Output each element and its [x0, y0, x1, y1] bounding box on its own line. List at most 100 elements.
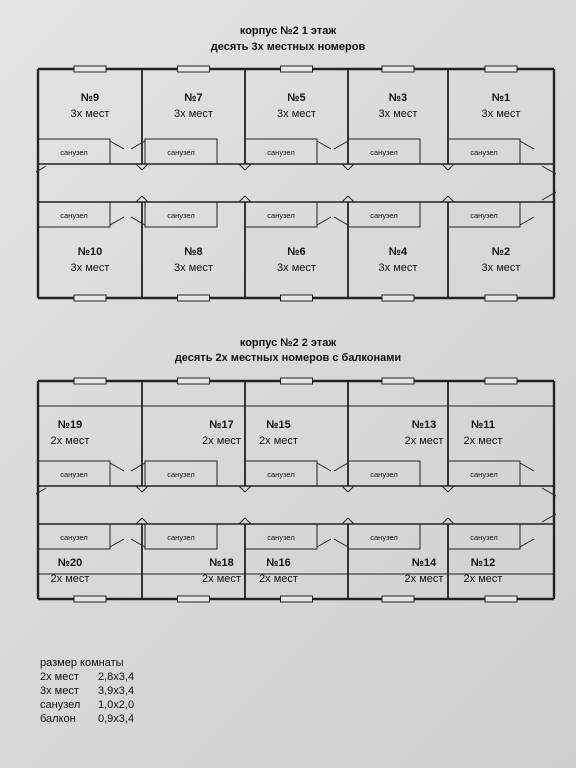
bathroom	[144, 460, 218, 487]
room-number: №6	[287, 246, 305, 258]
room-capacity: 3х мест	[71, 108, 110, 120]
door-swing	[447, 517, 455, 525]
floor2-title: корпус №2 2 этаж	[239, 337, 337, 349]
room-capacity: 2х мест	[464, 573, 503, 585]
door-swing	[135, 163, 143, 171]
window	[381, 595, 415, 603]
bathroom	[244, 201, 318, 228]
bathroom-label: санузел	[267, 148, 294, 157]
bathroom	[244, 460, 318, 487]
bathroom-label: санузел	[267, 211, 294, 220]
door-swing	[447, 485, 455, 493]
window	[280, 294, 313, 302]
legend-label: балкон	[40, 713, 76, 725]
door-swing	[333, 462, 349, 472]
window	[177, 65, 210, 73]
room-number: №7	[184, 92, 202, 104]
door-swing	[441, 485, 449, 493]
floor1-plan: санузел №9 3х мест санузел №7 3х мест санузел №…	[35, 65, 557, 302]
room-number: №18	[209, 557, 234, 569]
room-number: №5	[287, 92, 305, 104]
legend-value: 3,9х3,4	[98, 685, 135, 697]
door-swing	[541, 165, 557, 175]
window	[73, 377, 107, 385]
bathroom-label: санузел	[60, 148, 87, 157]
room-number: №19	[58, 419, 83, 431]
room-capacity: 3х мест	[379, 262, 418, 274]
room-capacity: 3х мест	[71, 262, 110, 274]
bathroom	[447, 460, 521, 487]
door-swing	[519, 462, 535, 472]
room-capacity: 3х мест	[482, 262, 521, 274]
floor1-title: корпус №2 1 этаж	[239, 25, 337, 37]
bathroom-label: санузел	[60, 470, 87, 479]
door-swing	[347, 163, 355, 171]
room-capacity: 3х мест	[174, 262, 213, 274]
door-swing	[244, 195, 252, 203]
door-swing	[244, 517, 252, 525]
bathroom-label: санузел	[370, 533, 397, 542]
legend-label: 2х мест	[40, 671, 79, 683]
legend-label: санузел	[40, 699, 81, 711]
room-capacity: 3х мест	[277, 108, 316, 120]
door-swing	[316, 140, 332, 150]
door-swing	[333, 216, 349, 226]
room-number: №8	[184, 246, 202, 258]
door-swing	[441, 163, 449, 171]
door-swing	[141, 195, 149, 203]
bathroom	[347, 138, 421, 165]
floor2-subtitle: десять 2х местных номеров с балконами	[174, 352, 402, 364]
door-swing	[447, 163, 455, 171]
bathroom	[37, 460, 111, 487]
door-swing	[244, 163, 252, 171]
bathroom-label: санузел	[370, 470, 397, 479]
room-capacity: 2х мест	[51, 573, 90, 585]
room-capacity: 2х мест	[405, 435, 444, 447]
window	[177, 595, 210, 603]
room-number: №9	[81, 92, 99, 104]
door-swing	[333, 140, 349, 150]
legend-label: 3х мест	[40, 685, 79, 697]
door-swing	[316, 216, 332, 226]
bathroom	[37, 201, 111, 228]
room-number: №10	[78, 246, 103, 258]
room-number: №14	[412, 557, 437, 569]
bathroom	[447, 138, 521, 165]
room-number: №20	[58, 557, 83, 569]
bathroom-label: санузел	[167, 148, 194, 157]
door-swing	[447, 195, 455, 203]
room-number: №2	[492, 246, 510, 258]
door-swing	[135, 195, 143, 203]
door-swing	[135, 485, 143, 493]
door-swing	[316, 462, 332, 472]
window	[484, 377, 518, 385]
door-swing	[109, 538, 125, 548]
door-swing	[244, 485, 252, 493]
room-number: №3	[389, 92, 407, 104]
window	[280, 595, 313, 603]
door-swing	[130, 538, 146, 548]
door-swing	[109, 462, 125, 472]
window	[73, 294, 107, 302]
door-swing	[341, 163, 349, 171]
door-swing	[238, 163, 246, 171]
room-number: №4	[389, 246, 408, 258]
room-capacity: 2х мест	[202, 435, 241, 447]
door-swing	[35, 165, 47, 173]
door-swing	[341, 485, 349, 493]
door-swing	[316, 538, 332, 548]
room-number: №15	[266, 419, 291, 431]
bathroom	[347, 523, 421, 550]
door-swing	[347, 485, 355, 493]
bathroom-label: санузел	[470, 148, 497, 157]
door-swing	[35, 487, 47, 495]
door-swing	[541, 191, 557, 201]
door-swing	[519, 140, 535, 150]
bathroom-label: санузел	[60, 533, 87, 542]
window	[280, 65, 313, 73]
door-swing	[347, 517, 355, 525]
bathroom	[447, 523, 521, 550]
door-swing	[238, 195, 246, 203]
